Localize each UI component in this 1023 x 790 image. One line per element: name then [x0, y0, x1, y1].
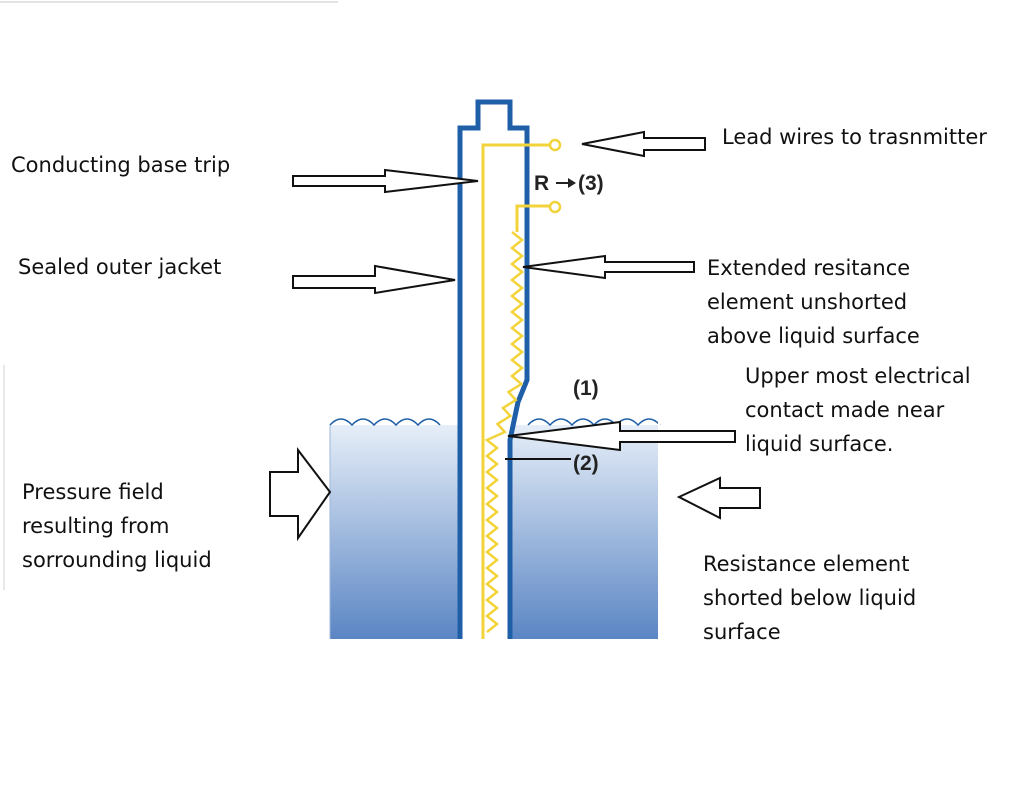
conducting-base-callout: Conducting base trip	[11, 153, 231, 177]
shorted-element-callout: Resistance element shorted below liquid …	[703, 552, 917, 644]
arrow-pressure-left	[269, 447, 332, 542]
marker-3-label: (3)	[578, 172, 604, 195]
lead-terminal-1	[548, 138, 562, 152]
arrow-lead-wires	[581, 130, 706, 158]
resistance-arrowhead	[568, 178, 576, 188]
conducting-base-strip	[481, 143, 552, 639]
resistance-element	[484, 231, 525, 633]
lead-wire-2	[515, 204, 552, 232]
arrow-upper-contact	[507, 420, 736, 452]
probe-interior	[460, 102, 527, 639]
sealed-jacket-callout: Sealed outer jacket	[18, 255, 222, 279]
lead-terminal-2	[548, 200, 562, 214]
arrow-sealed-jacket	[292, 264, 456, 295]
extended-element-callout: Extended resitance element unshorted abo…	[707, 256, 920, 348]
liquid-surface-left	[329, 418, 441, 427]
arrow-pressure-right	[676, 476, 761, 520]
lead-wires-callout: Lead wires to trasnmitter	[722, 125, 987, 149]
resistance-label: R	[534, 172, 549, 195]
arrow-conducting-base	[292, 168, 479, 194]
sealed-outer-jacket	[457, 99, 530, 639]
arrow-extended-element	[522, 254, 695, 280]
marker-2-label: (2)	[573, 452, 599, 475]
marker-1-label: (1)	[573, 377, 599, 400]
upper-contact-callout: Upper most electrical contact made near …	[745, 364, 971, 456]
pressure-field-callout: Pressure field resulting from sorroundin…	[22, 480, 212, 572]
